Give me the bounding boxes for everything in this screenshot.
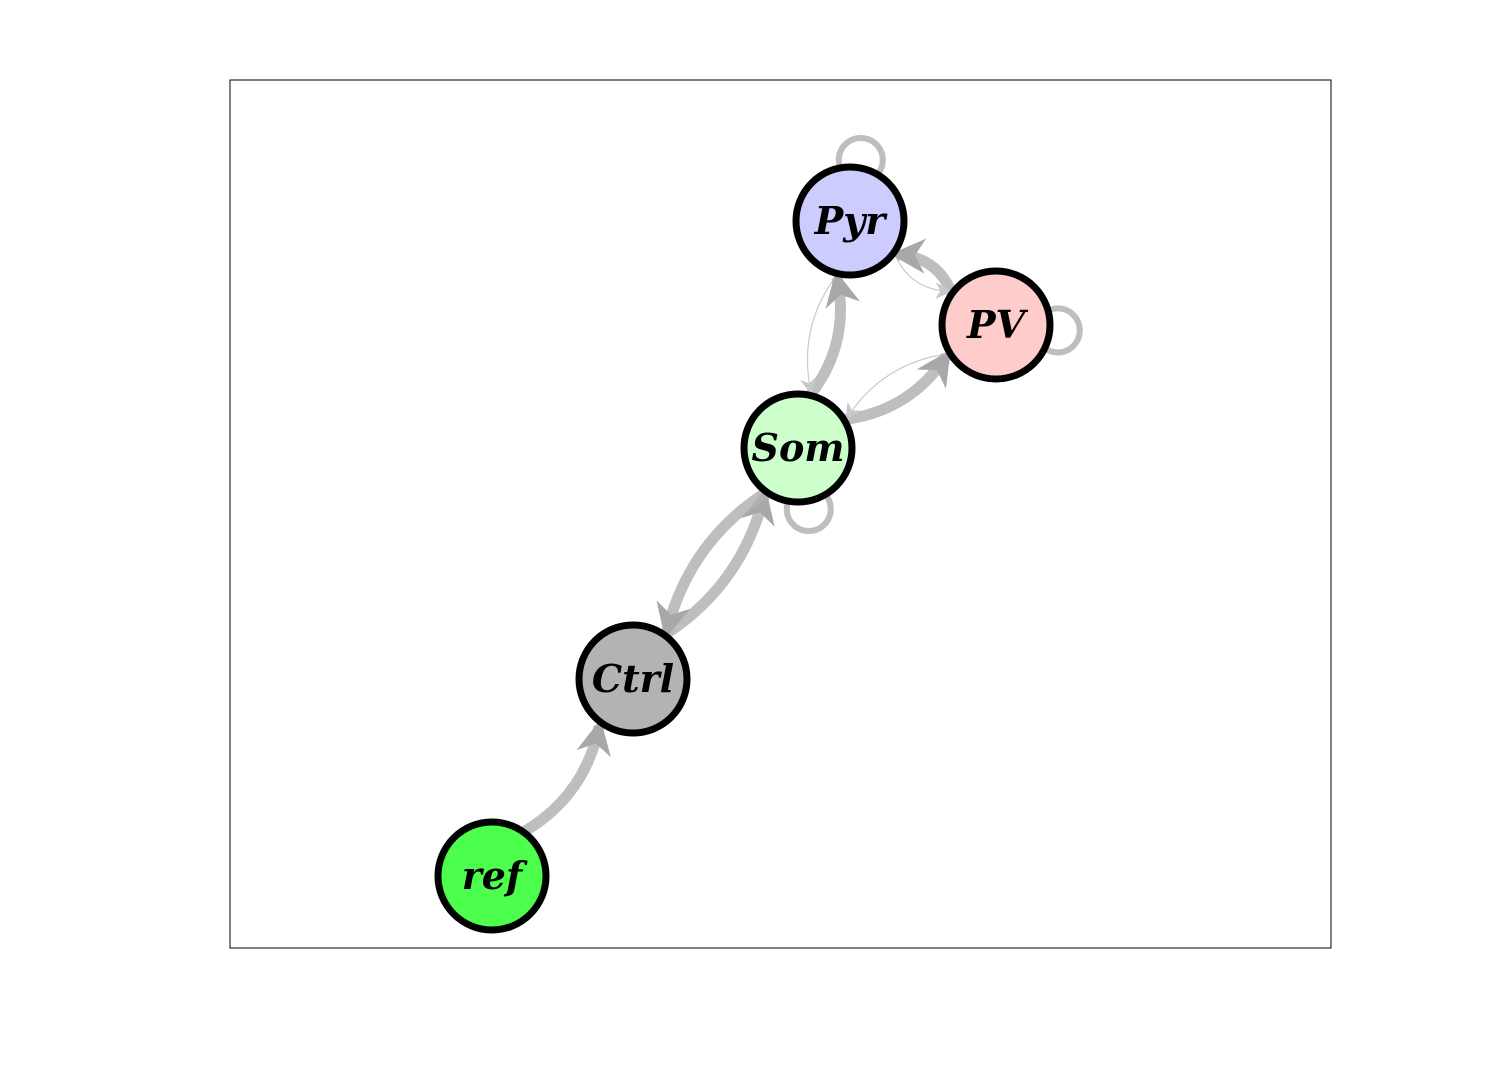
node-som-circle [740,390,856,506]
node-ctrl: Ctrl [575,621,691,737]
node-pyr: Pyr [792,163,908,279]
node-ctrl-circle [575,621,691,737]
node-ref-circle [434,818,550,934]
node-pv-circle [938,267,1054,383]
node-pv-label: PV [966,302,1029,347]
edge-Som-to-Ctrl [656,487,770,639]
edge-Som-to-Pyr [805,270,861,399]
edge-Pyr-to-PV [893,252,953,300]
node-pyr-label: Pyr [814,198,889,243]
plot-frame [229,79,1332,949]
edge-Pyr-to-Som [799,273,839,395]
node-pyr-circle [792,163,908,279]
node-ref: ref [434,818,550,934]
edge-PV-to-Som [845,352,951,421]
node-som-label: Som [752,425,845,470]
node-som: Som [740,390,856,506]
node-ctrl-label: Ctrl [592,656,674,701]
node-ref-label: ref [462,853,528,898]
node-pv: PV [938,267,1054,383]
edge-ref-to-Ctrl [520,719,611,837]
